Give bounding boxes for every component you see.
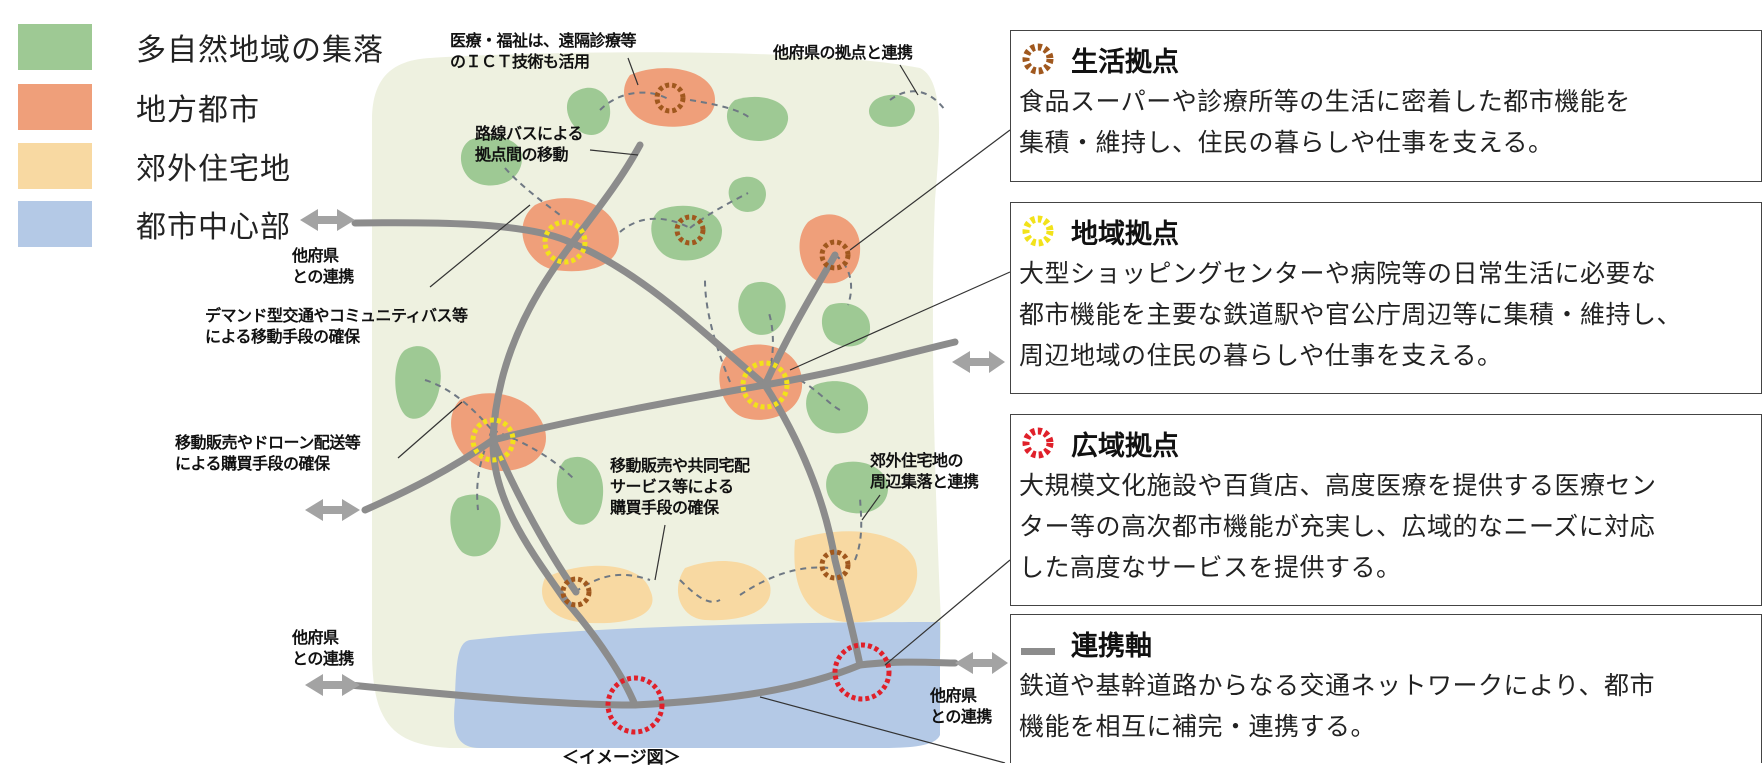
label-suburb-link: 郊外住宅地の 周辺集落と連携 — [870, 451, 979, 491]
box-text: 食品スーパーや診療所等の生活に密着した都市機能を 集積・維持し、住民の暮らしや仕… — [1019, 87, 1631, 157]
double-arrow-icon — [300, 209, 355, 231]
wide-area-hub-marker — [832, 642, 892, 702]
box-regional-hub: 地域拠点 大型ショッピングセンターや病院等の日常生活に必要な 都市機能を主要な鉄… — [1010, 202, 1762, 394]
box-header: 連携軸 — [1019, 621, 1751, 665]
label-other-pref-hubs: 他府県の拠点と連携 — [773, 43, 913, 62]
label-other-pref-left-top: 他府県 との連携 — [292, 246, 354, 286]
legend-label: 郊外住宅地 — [136, 152, 291, 187]
legend-swatch — [18, 143, 92, 189]
box-title: 生活拠点 — [1071, 46, 1179, 78]
leader-lines — [397, 57, 1011, 763]
legend-item-city-center: 都市中心部 — [18, 201, 291, 247]
local-city-area — [624, 68, 715, 127]
regional-hub-marker — [542, 219, 588, 265]
wide-area-hub-marker — [605, 675, 665, 735]
label-mobile-drone: 移動販売やドローン配送等 による購買手段の確保 — [175, 433, 361, 473]
figure-caption: ＜イメージ図＞ — [562, 748, 681, 768]
label-demand-transport: デマンド型交通やコミュニティバス等 による移動手段の確保 — [205, 306, 468, 346]
legend-item-villages: 多自然地域の集落 — [18, 24, 384, 70]
legend-label: 多自然地域の集落 — [136, 33, 384, 68]
living-hub-marker — [560, 576, 592, 608]
red-dashed-circle-icon — [1022, 427, 1054, 459]
double-arrow-icon — [305, 499, 360, 521]
regional-hub-marker — [470, 417, 516, 463]
box-title: 連携軸 — [1071, 630, 1152, 662]
double-arrows — [300, 209, 1008, 696]
label-mobile-coop: 移動販売や共同宅配 サービス等による 購買手段の確保 — [610, 456, 750, 517]
box-title: 地域拠点 — [1071, 218, 1179, 250]
legend-item-suburbs: 郊外住宅地 — [18, 143, 291, 189]
city-center-area — [454, 622, 940, 748]
box-text: 鉄道や基幹道路からなる交通ネットワークにより、都市 機能を相互に補完・連携する。 — [1019, 671, 1656, 741]
village-areas — [395, 87, 915, 557]
double-arrow-icon — [305, 674, 360, 696]
legend-swatch — [18, 84, 92, 130]
hub-markers — [470, 82, 892, 735]
box-wide-area-hub: 広域拠点 大規模文化施設や百貨店、高度医療を提供する医療セン ター等の高次都市機… — [1010, 414, 1762, 606]
village-links — [424, 90, 946, 603]
living-hub-marker — [819, 549, 851, 581]
box-title: 広域拠点 — [1071, 430, 1179, 462]
brown-dashed-circle-icon — [1022, 43, 1054, 75]
label-medical: 医療・福祉は、遠隔診療等 のＩＣＴ技術も活用 — [450, 31, 637, 71]
living-hub-marker — [674, 214, 706, 246]
legend-label: 地方都市 — [136, 93, 260, 128]
box-living-hub: 生活拠点 食品スーパーや診療所等の生活に密着した都市機能を 集積・維持し、住民の… — [1010, 30, 1762, 182]
box-header: 生活拠点 — [1019, 37, 1751, 81]
label-other-pref-right-bottom: 他府県 との連携 — [930, 686, 992, 726]
label-other-pref-left-bottom: 他府県 との連携 — [292, 628, 354, 668]
box-text: 大規模文化施設や百貨店、高度医療を提供する医療セン ター等の高次都市機能が充実し… — [1019, 471, 1657, 582]
living-hub-marker — [654, 82, 686, 114]
suburb-area — [677, 561, 771, 621]
legend-swatch — [18, 201, 92, 247]
box-linkage-axis: 連携軸 鉄道や基幹道路からなる交通ネットワークにより、都市 機能を相互に補完・連… — [1010, 614, 1762, 763]
label-bus: 路線バスによる 拠点間の移動 — [475, 124, 584, 164]
living-hub-marker — [819, 239, 851, 271]
legend-label: 都市中心部 — [136, 210, 291, 245]
box-header: 広域拠点 — [1019, 421, 1751, 465]
double-arrow-icon — [955, 652, 1008, 674]
legend-swatch — [18, 24, 92, 70]
double-arrow-icon — [952, 351, 1005, 373]
yellow-dashed-circle-icon — [1022, 215, 1054, 247]
regional-hub-marker — [740, 360, 790, 410]
gray-bar-icon — [1021, 648, 1055, 655]
box-header: 地域拠点 — [1019, 209, 1751, 253]
legend-item-local-cities: 地方都市 — [18, 84, 260, 130]
box-text: 大型ショッピングセンターや病院等の日常生活に必要な 都市機能を主要な鉄道駅や官公… — [1019, 259, 1683, 370]
